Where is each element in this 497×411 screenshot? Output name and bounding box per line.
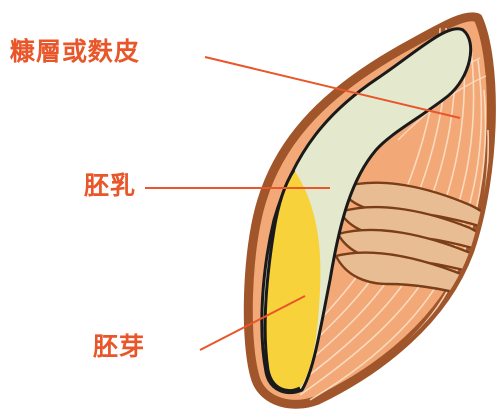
endosperm-label: 胚乳: [84, 173, 136, 198]
bran-label: 糠層或麩皮: [10, 39, 140, 64]
germ-label: 胚芽: [93, 334, 145, 359]
